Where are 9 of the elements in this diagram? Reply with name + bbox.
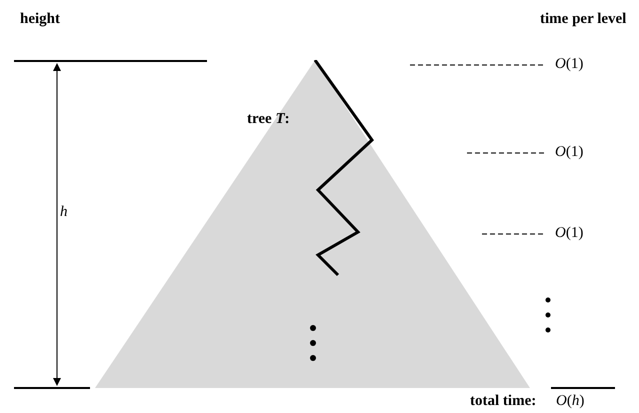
text-label: O(1) xyxy=(555,224,584,242)
text-label: time per level xyxy=(540,10,626,28)
text-label: height xyxy=(20,10,60,28)
text-label: O(1) xyxy=(555,55,584,73)
text-label: total time: xyxy=(470,392,536,410)
text-label: O(h) xyxy=(556,392,584,410)
text-label: h xyxy=(60,203,68,221)
text-label: O(1) xyxy=(555,143,584,161)
tree-label: tree T: xyxy=(247,110,290,129)
